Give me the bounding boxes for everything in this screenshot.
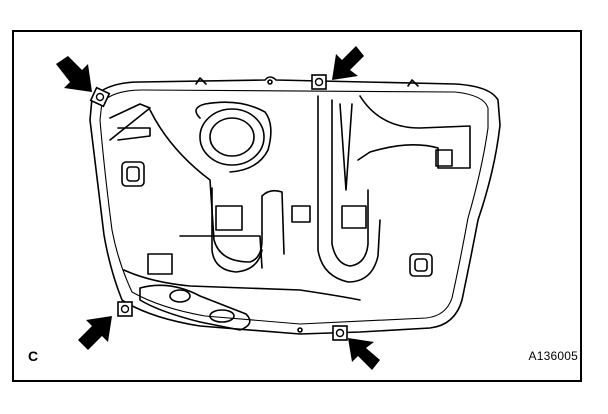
arrow-top-center — [332, 46, 364, 80]
bolt-bottom-center — [332, 325, 348, 341]
strap-bracket — [139, 284, 251, 331]
center-channel — [317, 95, 381, 283]
left-rib — [109, 103, 151, 141]
right-pocket — [357, 95, 471, 169]
pump-flange — [195, 101, 272, 173]
arrow-bottom-right — [348, 338, 380, 370]
arrow-top-left — [56, 56, 92, 92]
figure-id: A136005 — [528, 349, 578, 363]
bolt-top-left — [89, 86, 111, 108]
bolt-top-center — [311, 74, 327, 90]
bolt-bottom-left — [117, 301, 133, 317]
tank-flange — [99, 89, 489, 325]
view-letter: C — [28, 348, 39, 364]
central-trough — [149, 109, 285, 263]
tank-outline — [89, 76, 501, 335]
arrow-bottom-left — [78, 316, 112, 350]
